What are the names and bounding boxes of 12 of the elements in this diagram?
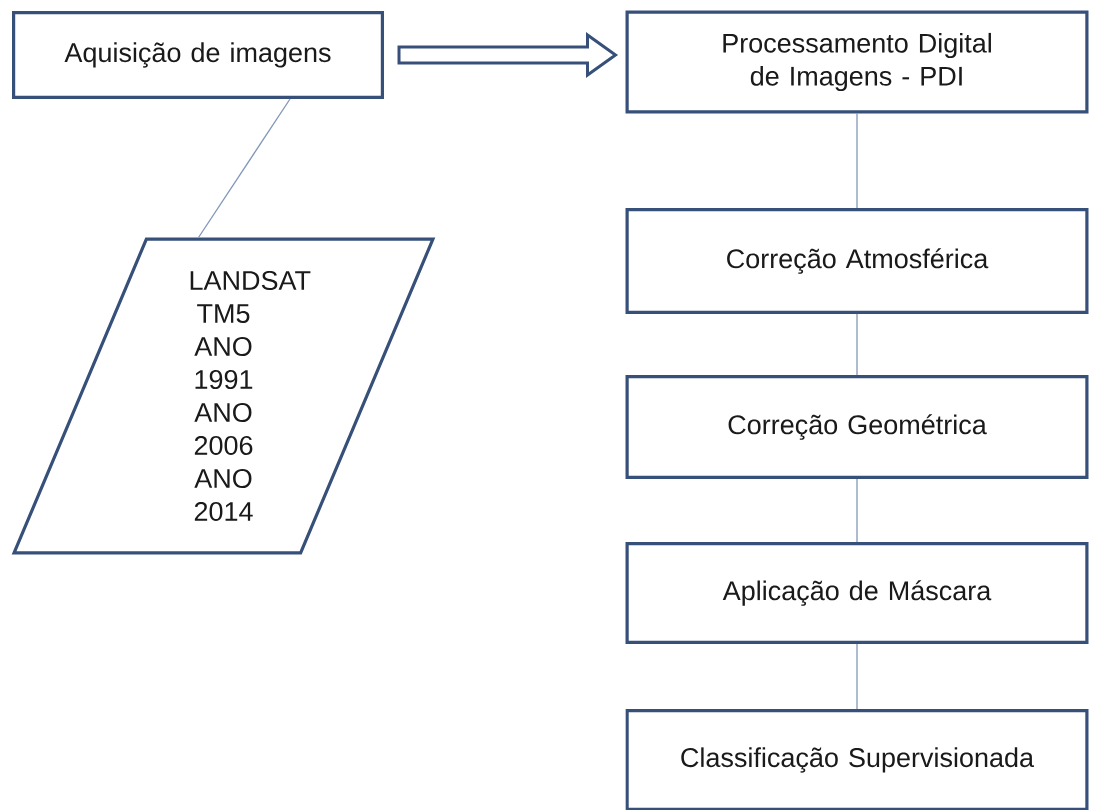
connector-line bbox=[197, 98, 291, 239]
process-box: Aquisição de imagens bbox=[12, 11, 384, 99]
connector-line bbox=[856, 643, 858, 710]
process-box: Correção Atmosférica bbox=[625, 208, 1089, 314]
connector-line bbox=[856, 313, 858, 376]
process-box: Aplicação de Máscara bbox=[625, 542, 1089, 644]
process-box: Processamento Digital de Imagens - PDI bbox=[625, 10, 1089, 114]
process-box: Correção Geométrica bbox=[625, 375, 1089, 479]
connector-line bbox=[856, 478, 858, 543]
process-box: Classificação Supervisionada bbox=[625, 709, 1089, 810]
block-arrow bbox=[397, 32, 619, 78]
connector-line bbox=[856, 112, 858, 209]
